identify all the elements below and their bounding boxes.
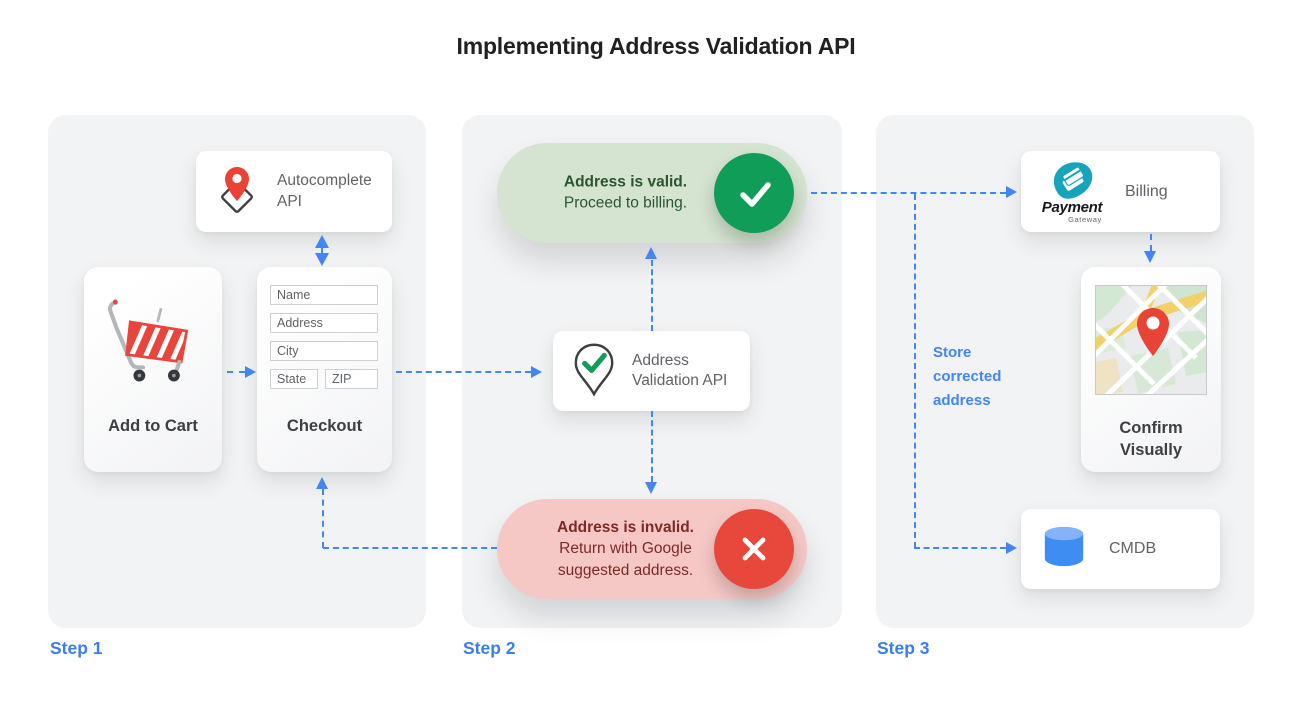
connector-valid-to-billing	[811, 192, 1006, 194]
address-valid-text: Address is valid. Proceed to billing.	[533, 172, 718, 215]
billing-label: Billing	[1125, 182, 1168, 200]
checkout-field-city: City	[270, 341, 378, 361]
step3-label: Step 3	[877, 638, 930, 658]
arrowhead-store-to-cmdb	[1006, 542, 1017, 554]
check-circle-icon	[714, 153, 794, 233]
connector-store-branch-h	[914, 547, 1006, 549]
cmdb-card: CMDB	[1021, 509, 1220, 589]
checkout-field-state: State	[270, 369, 318, 389]
cmdb-label: CMDB	[1109, 540, 1157, 558]
x-circle-icon	[714, 509, 794, 589]
confirm-visually-label: Confirm Visually	[1119, 419, 1183, 460]
arrowhead-checkout-to-validation	[531, 366, 542, 378]
add-to-cart-card: Add to Cart	[84, 267, 222, 472]
confirm-visually-card: Confirm Visually	[1081, 267, 1221, 472]
store-corrected-address-note: Store corrected address	[933, 344, 1002, 409]
autocomplete-api-card: Autocomplete API	[196, 151, 392, 232]
checkout-field-name: Name	[270, 285, 378, 305]
step1-label: Step 1	[50, 638, 103, 658]
address-valid-body: Proceed to billing.	[563, 195, 688, 212]
checkout-card: Name Address City State ZIP Checkout	[257, 267, 392, 472]
address-valid-pill: Address is valid. Proceed to billing.	[497, 143, 807, 243]
payment-gateway-logo-subtitle: Gateway	[1068, 215, 1102, 224]
payment-gateway-logo-title: Payment	[1041, 199, 1103, 216]
add-to-cart-label: Add to Cart	[108, 417, 198, 435]
address-invalid-text: Address is invalid. Return with Google s…	[533, 517, 718, 581]
connector-cart-to-checkout	[227, 371, 245, 373]
database-icon	[1041, 524, 1087, 575]
arrowhead-validation-to-valid	[645, 247, 657, 259]
billing-card: Payment Gateway Billing	[1021, 151, 1220, 232]
arrowhead-validation-to-invalid	[645, 482, 657, 494]
checkout-field-address: Address	[270, 313, 378, 333]
page-title: Implementing Address Validation API	[456, 33, 856, 59]
address-validation-api-label: Address Validation API	[632, 351, 728, 389]
connector-validation-to-invalid	[651, 411, 653, 482]
connector-invalid-to-checkout-v	[322, 489, 324, 548]
address-invalid-body: Return with Google suggested address.	[557, 540, 694, 579]
connector-validation-to-valid	[651, 260, 653, 331]
address-validation-api-card: Address Validation API	[553, 331, 750, 411]
address-valid-title: Address is valid.	[563, 173, 688, 191]
arrowhead-checkout-to-autocomplete	[315, 235, 329, 248]
arrowhead-valid-to-billing	[1006, 186, 1017, 198]
arrowhead-autocomplete-to-checkout	[315, 253, 329, 266]
arrowhead-billing-to-confirm	[1144, 251, 1156, 263]
pin-check-icon	[570, 341, 618, 402]
checkout-field-zip: ZIP	[325, 369, 378, 389]
map-thumbnail-icon	[1095, 285, 1207, 395]
connector-checkout-to-validation	[396, 371, 531, 373]
connector-billing-to-confirm	[1150, 234, 1152, 251]
map-pin-diamond-icon	[209, 161, 265, 222]
autocomplete-api-label: Autocomplete API	[277, 172, 372, 210]
payment-gateway-logo: Payment Gateway	[1035, 159, 1109, 224]
step2-label: Step 2	[463, 638, 516, 658]
shopping-cart-icon	[103, 289, 203, 398]
connector-invalid-to-checkout-h	[323, 547, 497, 549]
address-invalid-pill: Address is invalid. Return with Google s…	[497, 499, 807, 599]
arrowhead-cart-to-checkout	[245, 366, 256, 378]
address-invalid-title: Address is invalid.	[557, 518, 694, 536]
arrowhead-invalid-to-checkout	[316, 477, 328, 489]
connector-store-branch-v	[914, 194, 916, 548]
checkout-label: Checkout	[286, 417, 363, 435]
connector-checkout-autocomplete	[321, 247, 323, 254]
